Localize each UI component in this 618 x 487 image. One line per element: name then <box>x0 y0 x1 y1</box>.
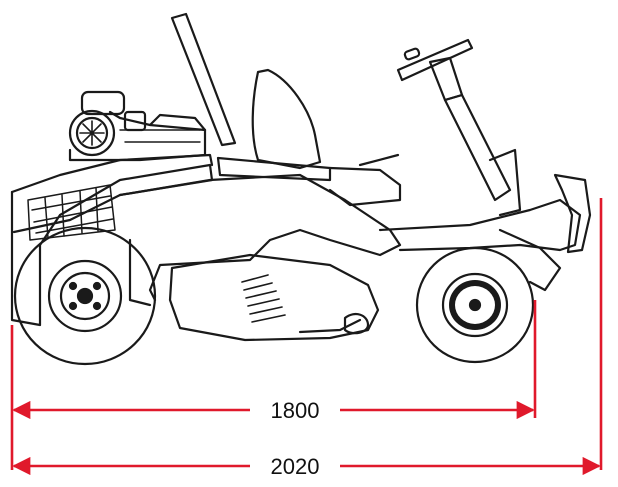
engine <box>68 90 207 162</box>
rear-grille <box>27 184 116 241</box>
seat <box>251 68 322 170</box>
roll-bar <box>170 12 237 147</box>
deck-skid <box>298 318 362 334</box>
front-wheel <box>415 246 535 364</box>
rear-wheel <box>13 226 157 366</box>
dimension-label-overall-length: 2020 <box>271 454 320 479</box>
front-bumper <box>553 173 592 254</box>
dimension-lines <box>10 198 603 476</box>
lower-frame <box>128 238 152 307</box>
side-frame <box>118 173 402 302</box>
front-frame <box>378 198 582 252</box>
rear-body <box>10 163 214 327</box>
seat-frame <box>216 156 332 182</box>
mower-drawing <box>10 12 592 366</box>
hand-lever <box>358 153 400 167</box>
steering <box>396 38 522 217</box>
foot-deck <box>328 166 402 207</box>
deck-vents <box>241 274 286 323</box>
dimension-label-wheelbase: 1800 <box>271 398 320 423</box>
front-linkage <box>498 228 562 292</box>
mower-deck <box>168 253 380 342</box>
deck-chute <box>343 312 370 335</box>
